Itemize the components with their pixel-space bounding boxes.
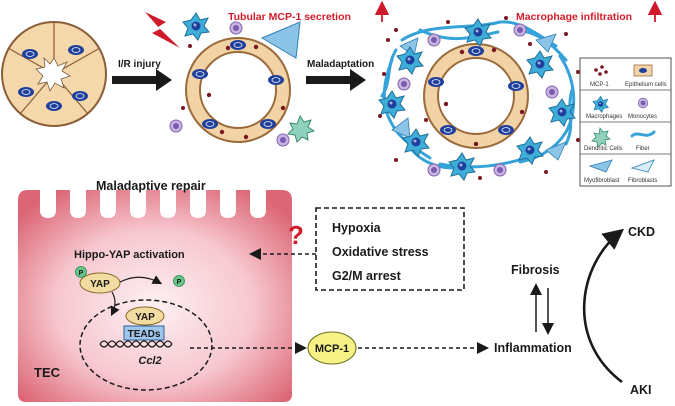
mcp1-label: MCP-1 <box>315 343 349 355</box>
phosphate-label-1: P <box>79 270 84 277</box>
epithelium-legend-icon <box>633 64 653 77</box>
stress-item-g2m: G2/M arrest <box>332 269 402 283</box>
tec-cell-body <box>18 190 292 402</box>
legend-dendritic: Dendritic Cells <box>584 146 623 152</box>
phosphate-icon-2 <box>173 275 185 287</box>
legend-myofibroblast: Myofibroblast <box>584 178 620 184</box>
maladaptation-arrow: Maladaptation <box>306 59 374 91</box>
ckd-label: CKD <box>628 225 655 239</box>
mcp1-legend-icon <box>594 65 608 76</box>
phosphate-icon-1 <box>75 266 87 278</box>
aki-to-ckd-arrow <box>582 228 625 384</box>
legend-macrophages: Macrophages <box>586 114 622 120</box>
dna-helix <box>99 340 173 348</box>
dephosphorylation-arrow <box>119 275 163 285</box>
nucleus-outline <box>79 299 213 391</box>
lightning-icon <box>145 12 180 48</box>
initial-tubule-cross-section <box>1 21 107 127</box>
dendritic-cell-icon <box>286 114 316 143</box>
legend: MCP-1 Epithelium cells Macrophages Monoc… <box>579 57 672 187</box>
legend-fibroblasts: Fibroblasts <box>628 178 657 184</box>
inflammation-label: Inflammation <box>494 341 572 355</box>
aki-label: AKI <box>630 383 652 397</box>
ir-injury-arrow: I/R injury <box>112 59 172 91</box>
yap-label-1: YAP <box>90 279 110 290</box>
macrophage-infiltration-label: Macrophage infiltration <box>516 11 632 23</box>
question-mark: ? <box>288 220 304 250</box>
teads-label: TEADs <box>128 329 161 340</box>
myofibroblast-icon <box>260 21 301 59</box>
myofibroblast-legend-icon <box>588 159 613 173</box>
phosphate-label-2: P <box>177 279 182 286</box>
legend-monocytes: Monocytes <box>628 114 657 120</box>
yap-translocation-arrow <box>110 291 120 317</box>
stress-item-hypoxia: Hypoxia <box>332 221 382 235</box>
dendritic-legend-icon <box>591 127 611 148</box>
maladaptation-label: Maladaptation <box>307 59 374 70</box>
hippo-yap-activation: Hippo-YAP activation <box>74 249 185 261</box>
yap-tead-complex: YAP TEADs <box>123 306 165 341</box>
ccl2-gene-label: Ccl2 <box>138 355 161 367</box>
yap-label-2: YAP <box>135 312 155 323</box>
phospho-yap: YAP P <box>75 266 121 294</box>
legend-epithelium: Epithelium cells <box>625 82 667 88</box>
fibrosis-label: Fibrosis <box>511 263 560 277</box>
fibroblast-legend-icon <box>630 159 655 173</box>
ir-injury-label: I/R injury <box>118 59 161 70</box>
monocyte-legend-icon <box>637 97 649 109</box>
stress-item-oxidative: Oxidative stress <box>332 245 429 259</box>
tec-label: TEC <box>34 365 61 380</box>
stress-box: Hypoxia Oxidative stress G2/M arrest <box>315 207 465 291</box>
fibrotic-tubule <box>378 16 580 181</box>
legend-fiber: Fiber <box>636 146 650 152</box>
legend-mcp1: MCP-1 <box>590 82 609 88</box>
mcp1-bubble <box>307 331 357 365</box>
injured-tubule <box>185 37 291 143</box>
tubular-mcp1-secretion-label: Tubular MCP-1 secretion <box>228 11 351 23</box>
macrophage-icon <box>182 12 210 41</box>
fiber-legend-icon <box>630 130 656 138</box>
maladaptive-repair-title: Maladaptive repair <box>96 179 206 193</box>
